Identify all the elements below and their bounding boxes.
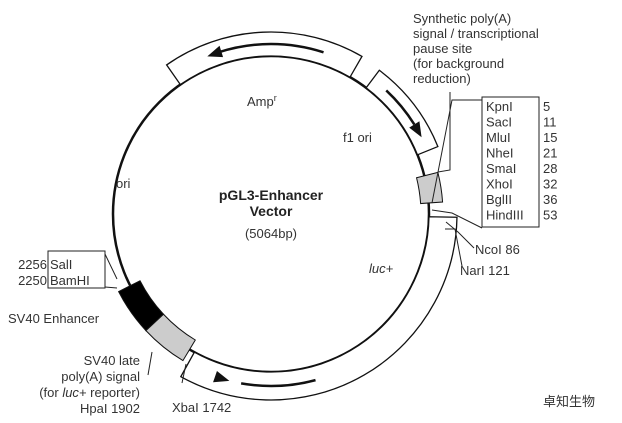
mcs-box [481,96,540,228]
mcs-site-name: BglII [486,192,512,207]
sv40-polya-label: SV40 late poly(A) signal (for luc+ repor… [39,353,140,416]
mcs-site-name: KpnI [486,99,513,114]
nari-label: NarI 121 [460,263,510,278]
leader-lines [104,92,483,384]
mcs-site-pos: 28 [543,161,557,176]
svg-text:Synthetic poly(A): Synthetic poly(A) [413,11,511,26]
mcs-site-name: HindIII [486,208,524,223]
synthetic-polya-box [415,171,444,205]
ncoi-label: NcoI 86 [475,242,520,257]
mcs-site-pos: 32 [543,177,557,192]
mcs-site-pos: 5 [543,99,550,114]
synthetic-polya-label: Synthetic poly(A) signal / transcription… [413,11,539,86]
ori-label: ori [116,176,131,191]
mcs-site-name: XhoI [486,177,513,192]
watermark: 卓知生物 [543,394,595,409]
sv40-enhancer-box [117,280,165,332]
luc-arrow [240,378,316,388]
mcs-site-name: MluI [486,130,511,145]
sv40-enhancer-label: SV40 Enhancer [8,311,100,326]
title-line2: Vector [250,203,293,219]
mcs-site-pos: 11 [543,115,557,130]
luc-band [179,216,458,401]
bamhi-name: BamHI [50,273,90,288]
svg-text:HpaI 1902: HpaI 1902 [80,401,140,416]
size-label: (5064bp) [245,226,297,241]
f1-ori-label: f1 ori [343,130,372,145]
xbai-label: XbaI 1742 [172,400,231,415]
mcs-site-pos: 15 [543,130,557,145]
svg-text:pause site: pause site [413,41,472,56]
sali-bamhi-box [47,250,106,289]
luc-arrowhead [213,370,230,383]
luc-label: luc+ [369,261,394,276]
mcs-site-name: SmaI [486,161,516,176]
bamhi-pos: 2250 [18,273,47,288]
svg-text:reduction): reduction) [413,71,471,86]
amp-arrow [218,42,324,54]
mcs-site-pos: 36 [543,192,557,207]
sv40-polya-box [145,313,196,362]
amp-band [165,31,363,86]
title-line1: pGL3-Enhancer [219,187,324,203]
mcs-site-pos: 53 [543,208,557,223]
mcs-site-name: SacI [486,115,512,130]
f1-arrowhead [409,121,422,138]
svg-text:(for background: (for background [413,56,504,71]
svg-text:(for luc+ reporter): (for luc+ reporter) [39,385,140,400]
f1-arrow [385,89,416,126]
svg-text:signal / transcriptional: signal / transcriptional [413,26,539,41]
amp-label: Ampr [247,93,277,109]
svg-text:SV40 late: SV40 late [84,353,140,368]
sali-name: SalI [50,257,72,272]
mcs-site-name: NheI [486,146,513,161]
mcs-site-pos: 21 [543,146,557,161]
sali-pos: 2256 [18,257,47,272]
amp-arrowhead [207,45,224,58]
svg-text:poly(A) signal: poly(A) signal [61,369,140,384]
